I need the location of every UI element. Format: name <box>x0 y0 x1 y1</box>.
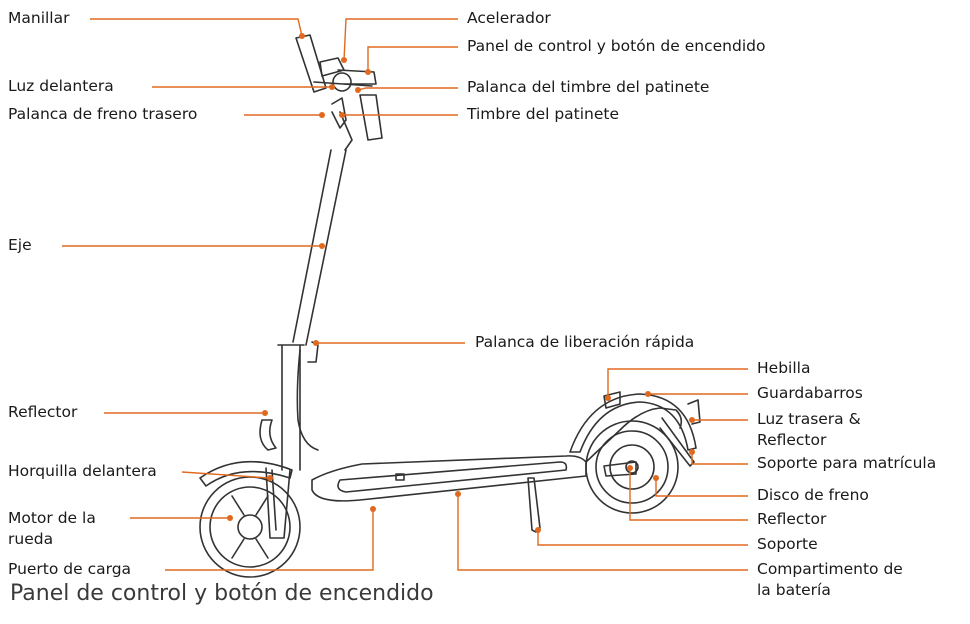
label-liberacion: Palanca de liberación rápida <box>475 333 695 351</box>
label-bateria-line1: Compartimento de <box>757 560 903 578</box>
label-soporte: Soporte <box>757 535 818 553</box>
rear-fender <box>569 393 697 453</box>
label-luz-delantera: Luz delantera <box>8 77 114 95</box>
leader-dots <box>227 33 695 533</box>
label-bateria-line2: la batería <box>757 581 831 599</box>
label-puerto-carga: Puerto de carga <box>8 560 132 578</box>
label-guardabarros: Guardabarros <box>757 384 863 402</box>
label-panel: Panel de control y botón de encendido <box>467 37 766 55</box>
handlebar <box>295 34 327 93</box>
label-horquilla: Horquilla delantera <box>8 462 157 480</box>
deck <box>311 455 587 502</box>
label-motor-line1: Motor de la <box>8 509 96 527</box>
label-timbre: Timbre del patinete <box>467 105 620 123</box>
label-hebilla: Hebilla <box>757 359 811 377</box>
front-fender <box>199 460 293 487</box>
label-luz-trasera-line1: Luz trasera & <box>757 410 861 428</box>
label-motor-line2: rueda <box>8 530 54 548</box>
label-acelerador: Acelerador <box>467 9 551 27</box>
label-palanca-freno: Palanca de freno trasero <box>8 105 198 123</box>
label-palanca-timbre: Palanca del timbre del patinete <box>467 78 710 96</box>
label-reflector-left: Reflector <box>8 403 78 421</box>
label-soporte-matricula: Soporte para matrícula <box>757 454 937 472</box>
label-eje: Eje <box>8 236 32 254</box>
kickstand <box>527 477 541 533</box>
stem <box>277 344 305 471</box>
caption-heading: Panel de control y botón de encendido <box>10 581 434 606</box>
label-disco-freno: Disco de freno <box>757 486 869 504</box>
label-reflector-right: Reflector <box>757 510 827 528</box>
label-luz-trasera-line2: Reflector <box>757 431 827 449</box>
front-fork <box>265 467 291 539</box>
leader-lines <box>62 18 748 571</box>
rear-wheel <box>585 420 679 514</box>
label-manillar: Manillar <box>8 9 70 27</box>
